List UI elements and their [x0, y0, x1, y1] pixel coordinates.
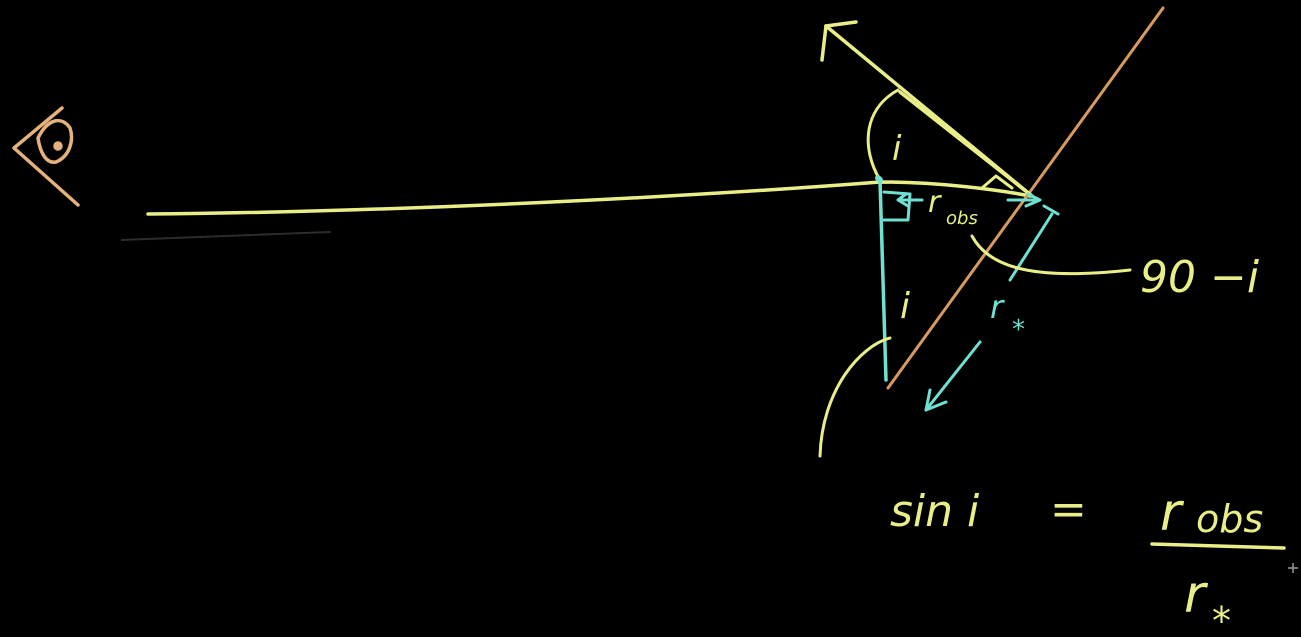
angle-arc-bottom: [818, 336, 892, 458]
equation-numerator: r: [1160, 483, 1185, 543]
line-of-sight: [146, 180, 1032, 216]
r-obs-label: r obs: [928, 185, 978, 229]
svg-text:*: *: [1012, 315, 1025, 345]
svg-text:obs: obs: [946, 208, 978, 229]
cyan-dot-left: [875, 175, 883, 183]
complement-angle-label: 90 −i: [1140, 252, 1260, 303]
angle-label-top: i: [892, 129, 902, 169]
eye-icon: [12, 106, 80, 207]
angle-label-bottom: i: [900, 286, 910, 327]
angle-arc-top: [866, 88, 900, 182]
equation: sin i = r obs r *: [890, 483, 1286, 637]
equation-equals: =: [1050, 484, 1087, 535]
equation-denominator-sub: *: [1212, 599, 1231, 637]
complement-connector: [970, 234, 1132, 276]
line-of-sight-shadow: [121, 231, 331, 241]
r-obs-arrow: [896, 192, 1042, 208]
crosshair-cursor-icon: [1288, 563, 1298, 573]
right-angle-mark: [980, 174, 1014, 190]
vertical-reference-line: [878, 178, 888, 382]
svg-text:r: r: [990, 288, 1005, 326]
orbital-plane-line: [886, 6, 1165, 390]
r-star-label: r *: [990, 288, 1025, 345]
equation-denominator: r: [1184, 565, 1209, 625]
equation-lhs: sin i: [890, 486, 980, 537]
svg-text:r: r: [928, 185, 942, 220]
fraction-bar: [1150, 542, 1286, 550]
equation-numerator-sub: obs: [1196, 497, 1263, 541]
triangle-hypotenuse: [898, 90, 1034, 198]
